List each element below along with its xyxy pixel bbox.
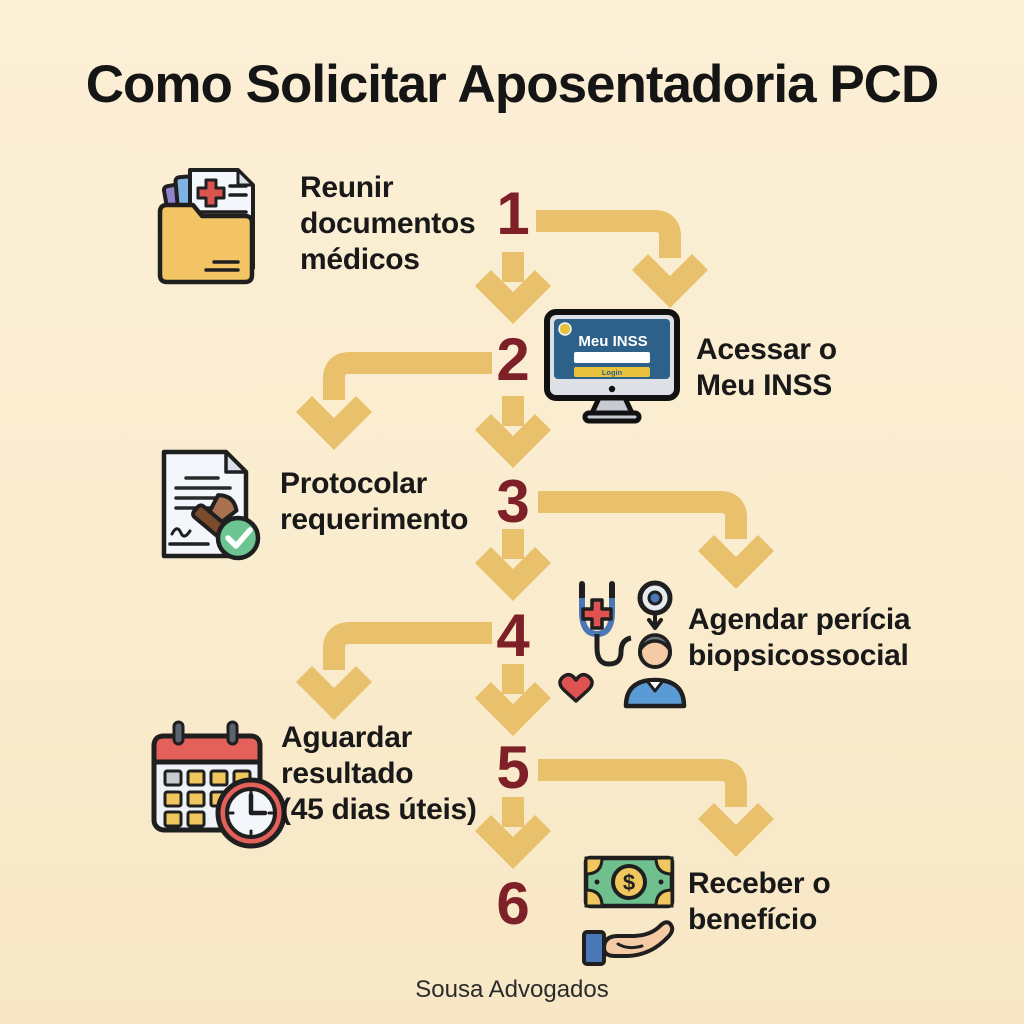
arrow-step4-down <box>475 664 551 736</box>
label-line: médicos <box>300 243 420 276</box>
doctor-hair <box>638 633 672 656</box>
login-input <box>574 352 650 363</box>
login-button-label: Login <box>602 368 623 377</box>
step2-label: Acessar o Meu INSS <box>696 332 837 404</box>
arrow-step2-down <box>475 396 551 468</box>
label-line: requerimento <box>280 503 469 536</box>
meu-inss-monitor-icon: Meu INSS Login <box>544 309 680 424</box>
check-mark <box>225 527 253 549</box>
page-title: Como Solicitar Aposentadoria PCD <box>85 55 939 114</box>
label-line: documentos <box>300 207 476 240</box>
label-line: Agendar perícia <box>688 603 911 636</box>
heart <box>558 672 594 703</box>
label-line: resultado <box>281 757 414 790</box>
brand-footer: Sousa Advogados <box>415 976 609 1003</box>
inss-logo-badge <box>558 322 572 336</box>
arrow-step5-down <box>475 797 551 869</box>
doctor-coat <box>623 677 687 709</box>
monitor-screen-title: Meu INSS <box>578 333 647 350</box>
step2-number: 2 <box>496 326 530 393</box>
step4-number: 4 <box>496 602 530 669</box>
label-line: Receber o <box>688 867 831 900</box>
login-button <box>574 367 650 377</box>
step1-label: Reunir documentos médicos <box>300 170 476 278</box>
label-line: Aguardar <box>281 721 412 754</box>
step3-number: 3 <box>496 468 530 535</box>
step5-label: Aguardar resultado (45 dias úteis) <box>281 720 477 828</box>
sleeve-cuff <box>582 930 606 966</box>
step5-number: 5 <box>496 734 530 801</box>
check-circle <box>215 515 261 561</box>
label-line: benefício <box>688 903 817 936</box>
step6-number: 6 <box>496 870 530 937</box>
step3-label: Protocolar requerimento <box>280 466 468 538</box>
open-hand <box>602 920 675 958</box>
step4-label: Agendar perícia biopsicossocial <box>688 602 911 674</box>
money-in-hand-icon: $ <box>582 855 675 966</box>
label-line: Acessar o <box>696 333 837 366</box>
arrow-step3-down <box>475 529 551 601</box>
label-line: Reunir <box>300 171 394 204</box>
arrow-step1-to-step2-icon <box>536 210 708 308</box>
stethoscope <box>579 581 615 601</box>
label-line: Protocolar <box>280 467 428 500</box>
label-line: Meu INSS <box>696 369 832 402</box>
arrow-step4-to-step5-icon <box>296 622 492 720</box>
label-line: (45 dias úteis) <box>281 793 477 826</box>
label-line: biopsicossocial <box>688 639 909 672</box>
arrow-step5-to-step6-icon <box>538 759 774 857</box>
biopsychosocial-exam-icon <box>558 580 687 709</box>
medical-cross <box>581 598 613 630</box>
step1-number: 1 <box>496 180 530 247</box>
step6-label: Receber o benefício <box>688 866 831 938</box>
arrow-step1-down <box>475 252 551 324</box>
arrow-step3-to-step4-icon <box>538 491 774 589</box>
arrow-step2-to-step3-icon <box>296 352 492 450</box>
dollar-sign: $ <box>623 870 635 895</box>
medical-documents-folder-icon <box>157 168 255 285</box>
stamped-document-icon <box>161 449 261 561</box>
calendar-clock-icon <box>151 720 287 849</box>
